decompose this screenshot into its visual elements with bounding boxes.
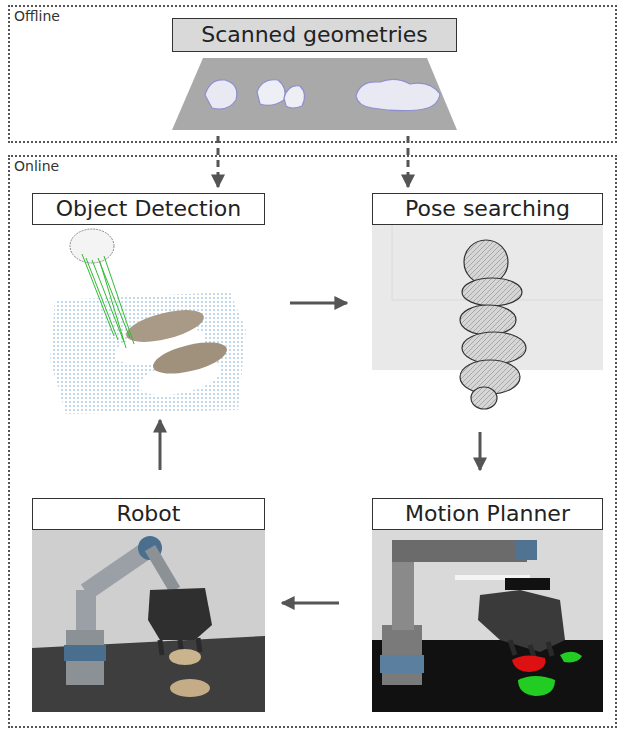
motion-planner-render-part <box>518 676 555 696</box>
pose-search-render <box>372 225 603 409</box>
scanned-geometries-plane <box>172 58 457 130</box>
scanned-geometries-plane-part <box>284 86 305 108</box>
online-region: Object Detection Pose searchingMotion Pla… <box>8 155 617 728</box>
stage-box: Motion Planner <box>372 498 603 712</box>
stage-title: Robot <box>117 501 181 527</box>
stage-title: Object Detection <box>56 196 242 222</box>
flow-arrow <box>159 420 162 470</box>
scanned-geometries-plane-part <box>356 79 440 110</box>
point-cloud-part <box>82 254 134 348</box>
robot-photo <box>32 530 265 712</box>
scanned-geometries-plane-part <box>205 80 237 109</box>
motion-planner-render-part <box>478 590 565 652</box>
motion-planner-render-part <box>560 652 582 663</box>
stage-box: Scanned geometries <box>172 18 457 130</box>
motion-planner-render-part <box>505 578 550 590</box>
scanned-geometries-plane-part <box>257 80 285 106</box>
point-cloud-part <box>123 304 207 349</box>
offline-region: Scanned geometries Offline <box>8 5 617 143</box>
pose-search-render-part <box>392 225 393 300</box>
stage-header: Scanned geometries <box>172 18 457 52</box>
flow-arrow <box>282 602 339 605</box>
stage-header: Object Detection <box>32 193 265 225</box>
pose-search-render-part <box>462 332 526 364</box>
flow-arrow <box>290 302 347 305</box>
motion-planner-render <box>372 530 603 712</box>
robot-photo-part <box>148 588 212 640</box>
stage-header: Pose searching <box>372 193 603 225</box>
robot-photo-part <box>64 645 106 661</box>
pose-search-render-part <box>464 240 508 284</box>
stage-header: Motion Planner <box>372 498 603 530</box>
pose-search-render-part <box>471 387 497 409</box>
point-cloud-part <box>150 336 230 380</box>
stage-box: Object Detection <box>32 193 265 415</box>
stage-title: Motion Planner <box>405 501 570 527</box>
point-cloud-part <box>70 229 114 263</box>
flow-arrow <box>479 432 482 470</box>
robot-photo-part <box>169 649 201 665</box>
stage-header: Robot <box>32 498 265 530</box>
pose-search-render-part <box>460 305 516 335</box>
motion-planner-render-part <box>515 540 537 560</box>
pose-search-render-part <box>372 225 603 370</box>
point-cloud-part <box>50 292 246 414</box>
point-cloud <box>50 229 246 414</box>
motion-planner-render-part <box>392 540 527 562</box>
region-label: Offline <box>14 8 60 24</box>
scanned-geometries-plane-part <box>172 58 457 130</box>
robot-photo-part <box>150 548 175 590</box>
motion-planner-render-part <box>380 655 424 673</box>
dashed-arrow <box>407 136 410 187</box>
stage-box: Pose searching <box>372 193 603 410</box>
pose-search-render-part <box>462 278 522 306</box>
stage-box: Robot <box>32 498 265 712</box>
stage-title: Pose searching <box>405 196 570 222</box>
motion-planner-render-part <box>512 655 545 672</box>
region-label: Online <box>14 158 59 174</box>
dashed-arrow <box>217 136 220 187</box>
stage-title: Scanned geometries <box>201 22 428 48</box>
robot-photo-part <box>32 530 265 712</box>
robot-photo-part <box>170 679 210 697</box>
